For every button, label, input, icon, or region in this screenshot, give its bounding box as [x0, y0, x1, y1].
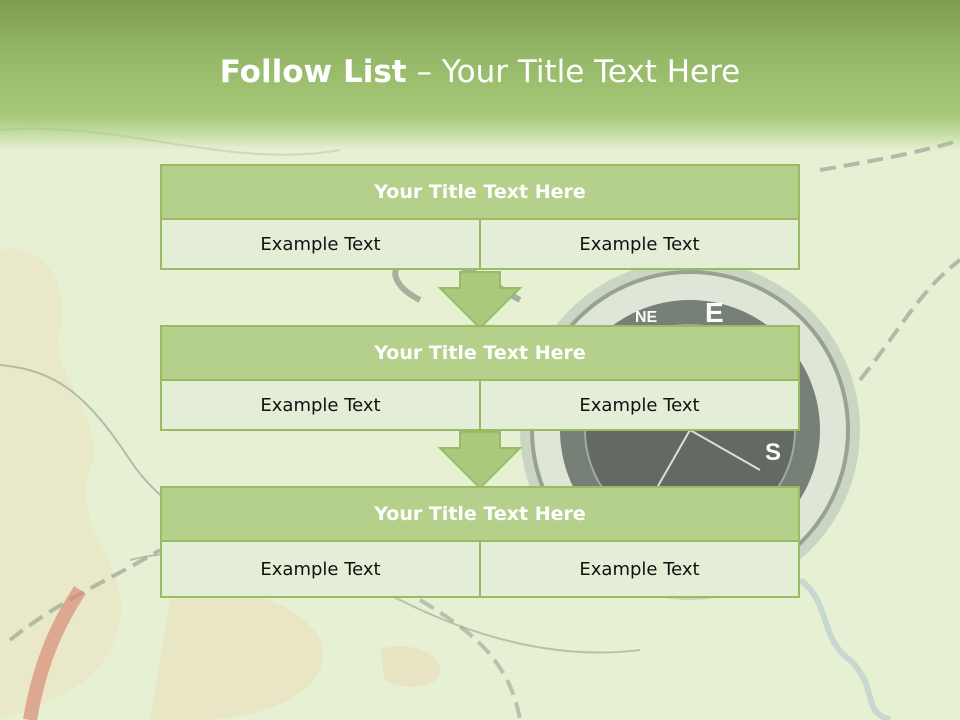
list-block-1: Your Title Text Here Example Text Exampl…: [160, 164, 800, 270]
block-title: Your Title Text Here: [160, 486, 800, 542]
svg-text:S: S: [765, 439, 781, 466]
svg-text:NE: NE: [635, 309, 658, 326]
header-band: [0, 0, 960, 150]
block-cell-left: Example Text: [160, 220, 481, 270]
block-cell-right: Example Text: [481, 381, 800, 431]
block-cell-left: Example Text: [160, 542, 481, 598]
svg-text:E: E: [705, 297, 724, 328]
title-rest: – Your Title Text Here: [406, 54, 741, 90]
block-title: Your Title Text Here: [160, 325, 800, 381]
block-title: Your Title Text Here: [160, 164, 800, 220]
list-block-3: Your Title Text Here Example Text Exampl…: [160, 486, 800, 598]
title-bold: Follow List: [219, 54, 407, 90]
block-cell-right: Example Text: [481, 542, 800, 598]
block-cell-right: Example Text: [481, 220, 800, 270]
list-block-2: Your Title Text Here Example Text Exampl…: [160, 325, 800, 431]
block-cell-left: Example Text: [160, 381, 481, 431]
slide-title: Follow List – Your Title Text Here: [0, 54, 960, 90]
